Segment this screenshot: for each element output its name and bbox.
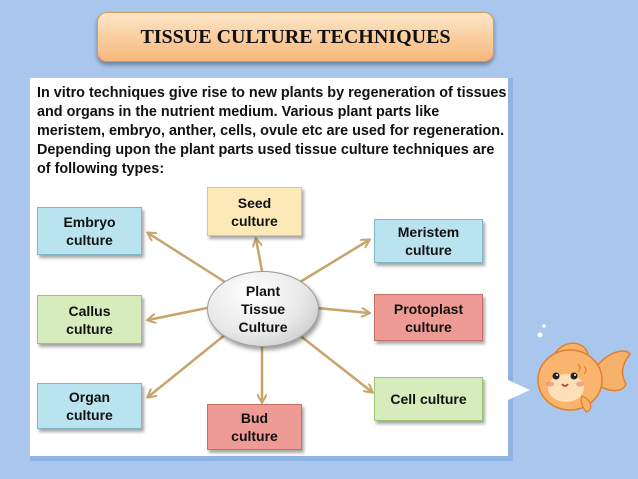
- node-bud-label: Bud culture: [231, 410, 278, 444]
- node-embryo-label: Embryo culture: [63, 214, 116, 248]
- node-protoplast-label: Protoplast culture: [393, 300, 464, 335]
- node-meristem-label: Meristem culture: [397, 224, 460, 258]
- center-node-label: Plant Tissue Culture: [238, 283, 288, 335]
- intro-paragraph: In vitro techniques give rise to new pla…: [37, 85, 507, 177]
- node-protoplast-culture: Protoplast culture: [374, 294, 483, 341]
- goldfish-icon: [537, 324, 631, 413]
- slide-title-text: TISSUE CULTURE TECHNIQUES: [140, 25, 451, 48]
- node-bud-culture: Bud culture: [207, 404, 302, 450]
- arrow-to-cell: [297, 333, 372, 392]
- arrow-to-organ: [148, 333, 227, 397]
- arrow-to-protoplast: [316, 306, 369, 313]
- node-embryo-culture: Embryo culture: [37, 207, 142, 255]
- center-node-plant-tissue-culture: Plant Tissue Culture: [207, 271, 319, 347]
- node-cell-culture: Cell culture: [374, 377, 483, 421]
- node-seed-culture: Seed culture: [207, 187, 302, 236]
- arrow-to-embryo: [148, 233, 226, 284]
- node-organ-label: Organ culture: [66, 389, 113, 423]
- node-cell-label: Cell culture: [390, 391, 467, 407]
- arrow-to-seed: [256, 239, 264, 272]
- arrow-to-meristem: [299, 240, 369, 284]
- slide-title: TISSUE CULTURE TECHNIQUES: [97, 12, 494, 62]
- arrow-to-callus: [148, 306, 208, 320]
- node-organ-culture: Organ culture: [37, 383, 142, 429]
- node-callus-culture: Callus culture: [37, 295, 142, 344]
- node-callus-label: Callus culture: [66, 302, 113, 337]
- node-meristem-culture: Meristem culture: [374, 219, 483, 263]
- node-seed-label: Seed culture: [231, 194, 278, 229]
- speech-notch: [508, 380, 530, 400]
